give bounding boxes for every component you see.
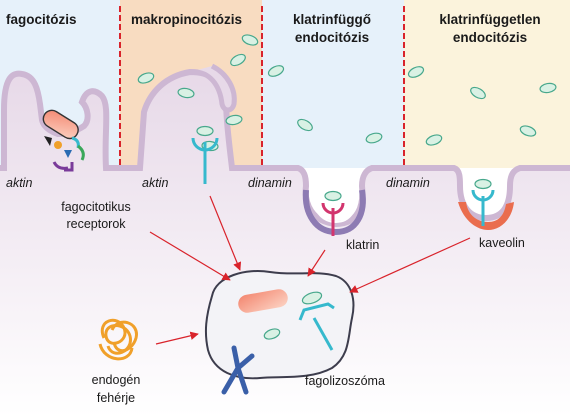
label-dynamin-2: dinamin	[386, 176, 430, 190]
header-phagocytosis: fagocitózis	[6, 12, 77, 27]
phagocytic-receptors	[44, 136, 85, 172]
header-clathrin-dependent-line1: klatrinfüggő	[293, 12, 371, 27]
label-actin-1: aktin	[6, 176, 32, 190]
header-macropinocytosis: makropinocitózis	[131, 12, 242, 27]
label-endogenous-line1: endogén	[92, 373, 141, 387]
label-dynamin-1: dinamin	[248, 176, 292, 190]
particles	[137, 34, 557, 152]
label-receptors-line2: receptorok	[66, 217, 126, 231]
caveola	[458, 178, 514, 230]
phagolysosome	[204, 270, 355, 395]
label-receptors-line1: fagocitotikus	[61, 200, 130, 214]
macropinocytosis-receptor	[191, 125, 219, 184]
endogenous-protein	[98, 318, 138, 361]
macropinocytosis-ruffle	[189, 63, 237, 113]
label-actin-2: aktin	[142, 176, 168, 190]
label-endogenous-line2: fehérje	[97, 391, 135, 405]
header-clathrin-independent-line2: endocitózis	[453, 30, 527, 45]
label-phagolysosome: fagolizoszóma	[305, 374, 385, 388]
label-clathrin: klatrin	[346, 238, 379, 252]
clathrin-pit	[302, 189, 366, 236]
header-clathrin-dependent-line2: endocitózis	[295, 30, 369, 45]
arrows	[149, 195, 471, 345]
label-caveolin: kaveolin	[479, 236, 525, 250]
phagocytosis-bacterium	[42, 109, 79, 140]
header-clathrin-independent-line1: klatrinfüggetlen	[439, 12, 540, 27]
